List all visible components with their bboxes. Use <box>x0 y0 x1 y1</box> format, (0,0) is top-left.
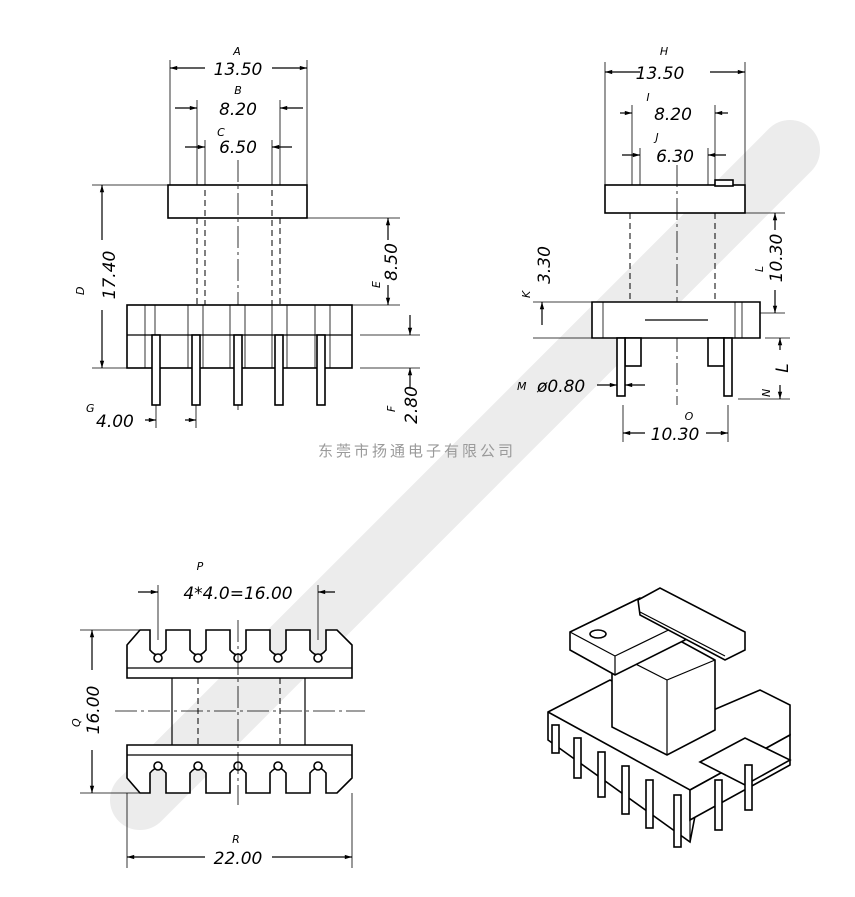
dim-G: 4.00 <box>96 412 134 432</box>
top-flange <box>604 184 746 214</box>
dim-label-N: N <box>760 389 773 397</box>
bottom-view: P 4*4.0=16.00 Q 16.00 R 22.00 <box>70 560 365 869</box>
pin <box>616 337 626 397</box>
dim-Q: 16.00 <box>84 686 104 735</box>
dim-label-P: P <box>197 560 204 573</box>
dim-label-L: L <box>753 266 766 272</box>
dim-B: 8.20 <box>219 100 257 120</box>
dim-label-C: C <box>217 126 225 139</box>
dim-label-Q: Q <box>70 718 83 727</box>
dim-D: 17.40 <box>100 251 120 300</box>
dim-F: 2.80 <box>402 386 422 424</box>
side-view: H 13.50 I 8.20 J 6.30 K 3.30 L 10.30 N L… <box>517 45 793 445</box>
dim-label-B: B <box>234 84 242 97</box>
dim-label-R: R <box>232 833 240 846</box>
isometric-view <box>547 587 792 848</box>
watermark-band <box>110 120 820 830</box>
dim-L: 10.30 <box>767 234 787 283</box>
dim-label-O: O <box>685 410 694 423</box>
dim-H: 13.50 <box>636 64 685 84</box>
dim-label-J: J <box>653 131 658 144</box>
dim-O: 10.30 <box>651 425 700 445</box>
dim-label-I: I <box>646 91 649 104</box>
dim-label-M: M <box>517 380 527 393</box>
dim-J: 6.30 <box>656 147 694 167</box>
dim-label-E: E <box>370 281 383 288</box>
dim-label-A: A <box>232 45 241 58</box>
dim-label-G: G <box>86 402 95 415</box>
dim-N: L <box>773 363 793 372</box>
top-flange <box>167 184 308 219</box>
dim-label-D: D <box>74 287 87 295</box>
dim-P: 4*4.0=16.00 <box>183 584 292 604</box>
dim-I: 8.20 <box>654 105 692 125</box>
dim-M: ø0.80 <box>536 377 585 397</box>
dim-E: 8.50 <box>382 243 402 281</box>
dim-K: 3.30 <box>535 246 555 284</box>
dim-label-K: K <box>520 290 533 298</box>
dim-R: 22.00 <box>214 849 263 869</box>
company-caption: 东莞市扬通电子有限公司 <box>318 442 516 460</box>
dim-A: 13.50 <box>214 60 263 80</box>
dim-label-H: H <box>660 45 668 58</box>
front-view: A 13.50 B 8.20 C 6.50 D 17.40 E 8.50 F 2… <box>74 45 422 432</box>
pin <box>723 337 733 397</box>
dim-label-F: F <box>385 405 398 412</box>
dim-C: 6.50 <box>219 138 257 158</box>
